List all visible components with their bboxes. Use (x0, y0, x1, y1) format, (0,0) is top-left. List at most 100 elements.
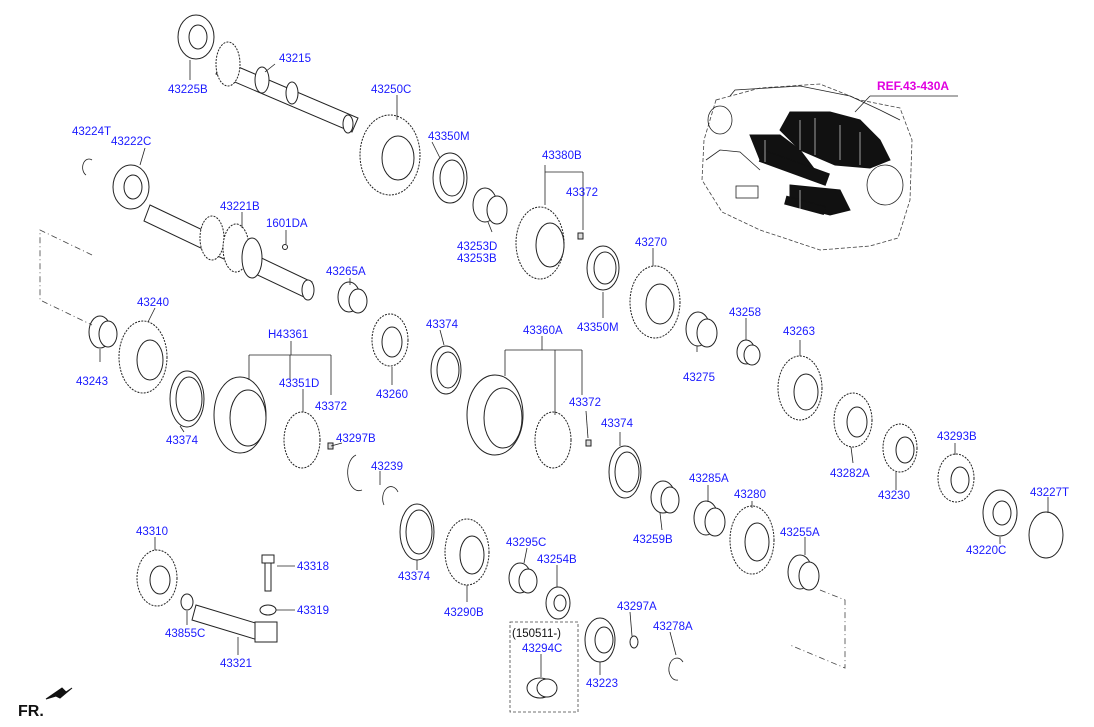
part-label-43275[interactable]: 43275 (683, 372, 715, 384)
gear-43260[interactable] (371, 313, 409, 367)
gear-43290B[interactable] (444, 518, 490, 586)
part-label-43224T[interactable]: 43224T (72, 126, 111, 138)
part-label-43220C[interactable]: 43220C (966, 545, 1006, 557)
gear-43280[interactable] (729, 505, 775, 575)
part-label-43374-d[interactable]: 43374 (398, 571, 431, 583)
gear-43270[interactable] (629, 265, 681, 339)
o-ring-43855C[interactable] (180, 593, 194, 611)
synchronizer-43360A[interactable] (466, 374, 572, 469)
part-label-43260[interactable]: 43260 (376, 389, 408, 401)
part-label-43263[interactable]: 43263 (783, 326, 815, 338)
needle-bearing-43275[interactable] (685, 311, 718, 348)
part-label-43225B[interactable]: 43225B (168, 84, 208, 96)
snap-ring-43239[interactable] (382, 486, 399, 506)
part-label-43240[interactable]: 43240 (137, 297, 169, 309)
part-label-43295C[interactable]: 43295C (506, 537, 546, 549)
part-label-43239[interactable]: 43239 (371, 461, 403, 473)
part-label-43230[interactable]: 43230 (878, 490, 910, 502)
sleeve-43243[interactable] (88, 315, 118, 349)
part-label-43297A[interactable]: 43297A (617, 601, 657, 613)
snap-ring-43297A[interactable] (629, 635, 639, 649)
gear-43230[interactable] (882, 423, 918, 473)
key-43372-c[interactable] (585, 439, 592, 447)
part-label-43310[interactable]: 43310 (136, 526, 168, 538)
needle-bearing-43255A[interactable] (787, 554, 820, 591)
part-label-43215[interactable]: 43215 (279, 53, 311, 65)
part-label-43293B[interactable]: 43293B (937, 431, 977, 443)
synchro-ring-43374-d[interactable] (399, 503, 435, 561)
part-label-43259B[interactable]: 43259B (633, 534, 673, 546)
part-label-43372-b[interactable]: 43372 (315, 401, 347, 413)
part-label-43282A[interactable]: 43282A (830, 468, 870, 480)
gear-43282A[interactable] (833, 392, 873, 448)
part-label-43855C[interactable]: 43855C (165, 628, 205, 640)
needle-bearing-43253D[interactable] (472, 187, 508, 225)
output-shaft-43215[interactable] (215, 41, 359, 134)
part-label-43285A[interactable]: 43285A (689, 473, 729, 485)
key-43372-a[interactable] (577, 232, 584, 240)
shift-rail-43321[interactable] (191, 604, 278, 643)
part-label-43290B[interactable]: 43290B (444, 607, 484, 619)
gear-43310[interactable] (136, 549, 178, 607)
part-label-43278A[interactable]: 43278A (653, 621, 693, 633)
part-label-43254B[interactable]: 43254B (537, 554, 577, 566)
gear-43250C[interactable] (359, 114, 421, 196)
gear-43293B[interactable] (937, 453, 975, 503)
gear-43240[interactable] (118, 320, 168, 394)
part-label-43253B[interactable]: 43253B (457, 253, 497, 265)
part-label-43318[interactable]: 43318 (297, 561, 329, 573)
part-label-1601DA[interactable]: 1601DA (266, 218, 308, 230)
snap-ring-43297B[interactable] (347, 454, 363, 491)
bearing-43220C[interactable] (982, 489, 1018, 537)
bearing-43222C[interactable] (112, 164, 150, 210)
snap-ring-43224T[interactable] (82, 158, 93, 176)
ref-label[interactable]: REF.43-430A (877, 79, 949, 93)
part-label-43227T[interactable]: 43227T (1030, 487, 1069, 499)
bearing-43225B[interactable] (177, 14, 215, 60)
part-label-43372-a[interactable]: 43372 (566, 187, 598, 199)
part-label-43360A[interactable]: 43360A (523, 325, 563, 337)
part-label-43374-b[interactable]: 43374 (166, 435, 199, 447)
synchronizer-H43361[interactable] (213, 376, 321, 469)
part-label-H43361[interactable]: H43361 (268, 329, 308, 341)
ball-1601DA[interactable] (282, 244, 288, 250)
part-label-43265A[interactable]: 43265A (326, 266, 366, 278)
part-label-43222C[interactable]: 43222C (111, 136, 151, 148)
synchro-ring-43350M-b[interactable] (586, 245, 620, 291)
part-label-43374-a[interactable]: 43374 (426, 319, 459, 331)
bolt-43318[interactable] (261, 554, 275, 592)
synchro-ring-43374-b[interactable] (169, 370, 205, 428)
part-label-43258[interactable]: 43258 (729, 307, 761, 319)
needle-bearing-43295C[interactable] (508, 562, 538, 594)
part-label-43350M-b[interactable]: 43350M (577, 322, 619, 334)
needle-bearing-43265A[interactable] (337, 281, 368, 314)
part-label-43321[interactable]: 43321 (220, 658, 252, 670)
washer-43319[interactable] (259, 604, 277, 616)
key-43372-b[interactable] (327, 442, 334, 450)
sleeve-43258[interactable] (736, 339, 761, 366)
bearing-43223[interactable] (584, 617, 616, 663)
part-label-43250C[interactable]: 43250C (371, 84, 411, 96)
gear-43263[interactable] (777, 355, 823, 421)
part-label-43243[interactable]: 43243 (76, 376, 108, 388)
snap-ring-43278A[interactable] (668, 657, 684, 681)
part-label-43270[interactable]: 43270 (635, 237, 667, 249)
part-label-43374-c[interactable]: 43374 (601, 418, 634, 430)
part-label-43350M-a[interactable]: 43350M (428, 131, 470, 143)
part-label-43280[interactable]: 43280 (734, 489, 766, 501)
synchro-ring-43350M-a[interactable] (432, 152, 468, 204)
part-label-43319[interactable]: 43319 (297, 605, 329, 617)
snap-ring-43227T[interactable] (1028, 511, 1064, 559)
part-label-43351D[interactable]: 43351D (279, 378, 319, 390)
washer-43254B[interactable] (545, 586, 571, 620)
input-shaft-43221B[interactable] (143, 204, 315, 301)
part-label-43297B[interactable]: 43297B (336, 433, 376, 445)
synchronizer-43380B[interactable] (515, 206, 565, 280)
needle-bearing-43285A[interactable] (693, 500, 726, 537)
bushing-43294C[interactable] (526, 677, 558, 699)
part-label-43253D[interactable]: 43253D (457, 241, 497, 253)
part-label-43294C[interactable]: 43294C (522, 643, 562, 655)
sleeve-43259B[interactable] (650, 480, 680, 514)
synchro-ring-43374-c[interactable] (608, 445, 642, 499)
part-label-43223[interactable]: 43223 (586, 678, 618, 690)
